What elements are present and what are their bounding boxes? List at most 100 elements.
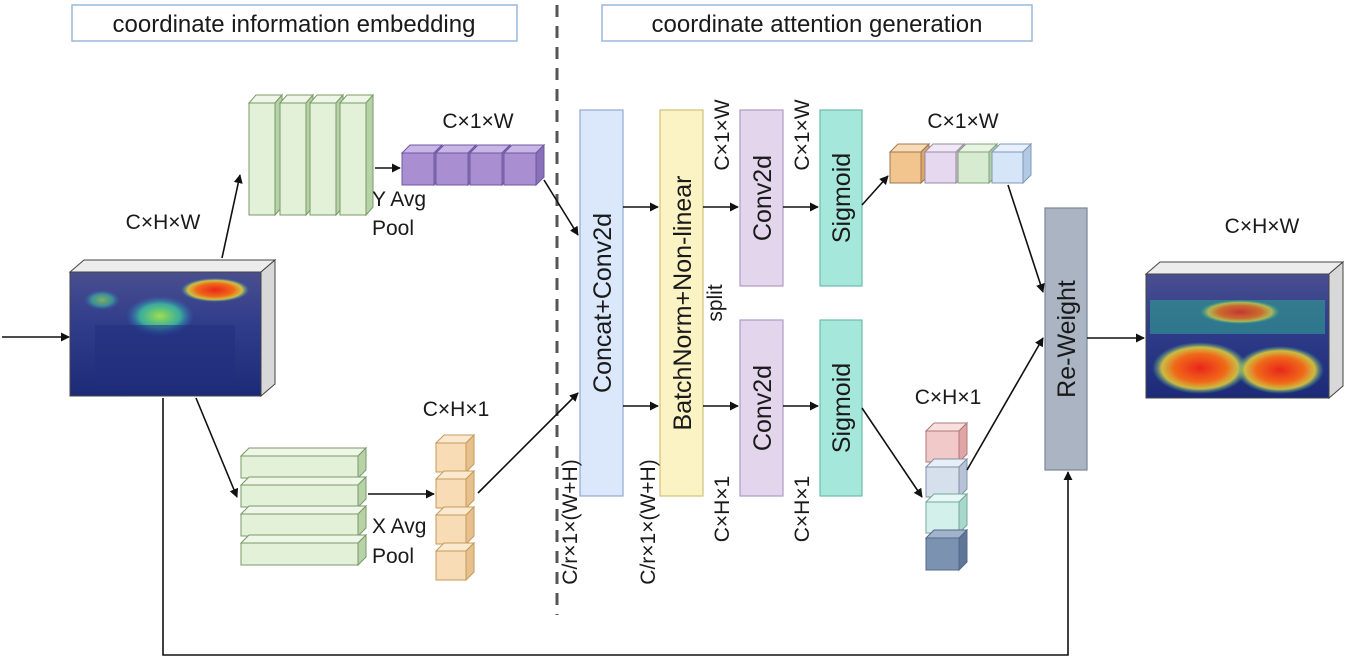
sigmoid-to-top-att-arrow <box>861 175 889 206</box>
y-to-concat-arrow <box>543 179 579 236</box>
top-attention-dims-label: C×1×W <box>927 110 998 133</box>
output-map-side-face <box>1328 260 1344 400</box>
output-map-top-face <box>1144 261 1345 275</box>
top-attention-weights <box>888 142 1033 185</box>
bottom-att-cube-4-front <box>925 537 960 571</box>
x-slab-4-top <box>239 534 368 544</box>
concat-conv-rect <box>579 109 624 497</box>
x-slab-4-front <box>240 542 359 566</box>
sigmoid-bottom-dims-label: C×H×1 <box>791 476 814 543</box>
reweight-rect <box>1044 207 1088 471</box>
generation-header-box <box>601 4 1033 42</box>
y-pooled-dims-label: C×1×W <box>442 110 513 133</box>
x-to-concat-arrow <box>477 392 579 494</box>
x-slab-3-front <box>240 513 359 537</box>
x-slab-2-top <box>239 476 368 486</box>
batchnorm-text: BatchNorm+Non-linear <box>669 176 697 431</box>
batchnorm-dims-label: C/r×1×(W+H) <box>637 459 660 584</box>
x-pooled-feature <box>434 433 476 582</box>
sigmoid-bottom-text: Sigmoid <box>828 363 856 453</box>
top-att-cube-1-front <box>889 151 922 184</box>
sigmoid-top-block: Sigmoid <box>819 109 863 287</box>
x-slab-3-top <box>239 505 368 515</box>
sigmoid-top-dims-label: C×1×W <box>791 99 814 170</box>
to-y-pool-arrow <box>221 174 243 259</box>
split-label: split <box>704 284 727 322</box>
y-slab-4-front <box>339 102 367 216</box>
output-map-hotspot-top <box>1200 300 1280 324</box>
y-pool-stack <box>247 93 375 217</box>
top-att-to-reweight-arrow <box>1007 184 1045 293</box>
y-pool-label-line1: Y Avg <box>372 188 426 211</box>
x-slab-1-top <box>239 447 368 457</box>
batchnorm-block: BatchNorm+Non-linear <box>659 109 704 497</box>
conv-bottom-text: Conv2d <box>749 365 777 451</box>
embedding-header-text: coordinate information embedding <box>113 11 476 38</box>
conv-bottom-block: Conv2d <box>739 319 784 497</box>
bottom-attention-dims-label: C×H×1 <box>915 386 982 409</box>
peach-cube-3-front <box>435 514 467 545</box>
purple-cube-1-front <box>401 152 435 186</box>
input-map-top-face <box>68 259 277 273</box>
top-att-cube-2-front <box>924 151 957 184</box>
x-slab-1-front <box>240 455 359 479</box>
x-slab-2-front <box>240 484 359 508</box>
output-dims-label: C×H×W <box>1225 215 1300 238</box>
y-slab-2-front <box>279 102 307 216</box>
bottom-att-cube-3-front <box>925 501 960 534</box>
concat-conv-block: Concat+Conv2d <box>579 109 624 497</box>
input-dims-label: C×H×W <box>126 211 201 234</box>
bottom-att-cube-1-front <box>925 430 960 463</box>
y-slab-3-front <box>309 102 337 216</box>
input-map-side-face <box>260 258 276 398</box>
x-pool-label-line2: Pool <box>372 545 414 568</box>
y-pool-label-line2: Pool <box>372 217 414 240</box>
input-map-hotspot-red <box>181 278 249 302</box>
sigmoid-top-text: Sigmoid <box>828 153 856 243</box>
conv-top-dims-label: C×1×W <box>711 99 734 170</box>
output-map-hotspot-left <box>1152 342 1248 394</box>
peach-cube-4-front <box>435 550 467 581</box>
y-slab-1-front <box>248 102 276 216</box>
output-feature-map <box>1144 260 1345 400</box>
flow-arrows <box>2 163 1145 656</box>
concat-conv-text: Concat+Conv2d <box>589 213 617 393</box>
top-att-cube-4-front <box>991 151 1024 184</box>
peach-cube-1-front <box>435 442 467 473</box>
x-pooled-dims-label: C×H×1 <box>423 398 490 421</box>
purple-cube-3-front <box>469 152 503 186</box>
purple-cube-2-front <box>435 152 469 186</box>
sigmoid-to-bottom-att-arrow <box>861 407 923 498</box>
bottom-attention-weights <box>924 421 969 572</box>
conv-top-block: Conv2d <box>739 109 784 287</box>
top-att-cube-3-front <box>957 151 990 184</box>
batchnorm-rect <box>659 109 704 497</box>
sigmoid-top-rect <box>819 109 863 287</box>
conv-bottom-rect <box>739 319 784 497</box>
generation-header-text: coordinate attention generation <box>652 11 983 38</box>
input-feature-map <box>68 258 277 398</box>
conv-top-rect <box>739 109 784 287</box>
to-x-pool-arrow <box>195 397 239 498</box>
input-map-gate <box>95 325 235 385</box>
generation-header: coordinate attention generation <box>601 4 1033 42</box>
residual-arrow <box>162 398 1073 656</box>
x-pool-label-line1: X Avg <box>372 515 427 538</box>
purple-cube-4-front <box>503 152 537 186</box>
y-pooled-feature <box>400 143 546 187</box>
bottom-att-to-reweight-arrow <box>966 337 1044 471</box>
x-pool-stack <box>239 446 368 567</box>
output-map-hotspot-right <box>1236 346 1324 394</box>
conv-top-text: Conv2d <box>749 155 777 241</box>
reweight-text: Re-Weight <box>1053 280 1081 398</box>
concat-dims-label: C/r×1×(W+H) <box>559 459 582 584</box>
peach-cube-2-front <box>435 478 467 509</box>
input-map-hotspot-small <box>84 290 120 310</box>
reweight-block: Re-Weight <box>1044 207 1088 471</box>
sigmoid-bottom-block: Sigmoid <box>819 319 863 497</box>
sigmoid-bottom-rect <box>819 319 863 497</box>
embedding-header-box <box>71 4 518 42</box>
bottom-att-cube-2-front <box>925 466 960 498</box>
conv-bottom-dims-label: C×H×1 <box>711 476 734 543</box>
